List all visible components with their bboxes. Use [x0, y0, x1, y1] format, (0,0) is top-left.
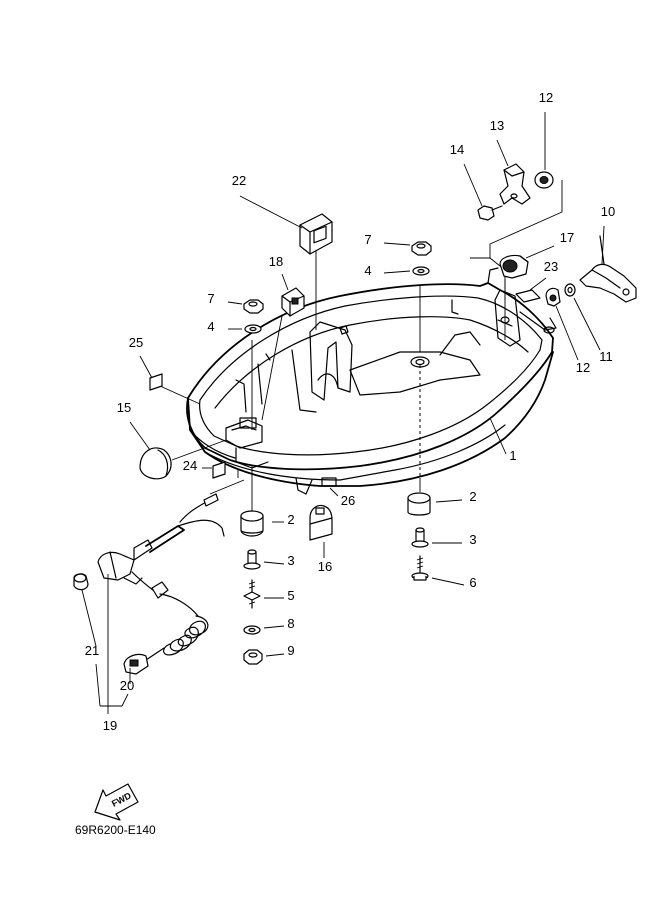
callout-c16: 16 — [318, 559, 332, 574]
part-6-bolt — [411, 555, 429, 581]
part-4-washer-left — [244, 324, 262, 334]
callout-c2b: 2 — [469, 489, 476, 504]
callout-c20: 20 — [120, 678, 134, 693]
part-2-mount-right — [407, 492, 431, 516]
part-24-label — [212, 461, 226, 479]
callout-c9: 9 — [287, 643, 294, 658]
part-11-washer — [564, 283, 576, 297]
part-8-washer — [243, 625, 261, 635]
drawing-code: 69R6200-E140 — [75, 823, 156, 837]
callout-c14: 14 — [450, 142, 464, 157]
assembly-leaders — [159, 180, 563, 512]
part-18-clip — [281, 287, 305, 317]
callout-c12a: 12 — [539, 90, 553, 105]
callout-c1: 1 — [509, 448, 516, 463]
callout-c17: 17 — [560, 230, 574, 245]
callout-c21: 21 — [85, 643, 99, 658]
part-12-grommet-top — [534, 171, 554, 189]
part-13-bracket — [499, 163, 531, 205]
bottom-cowling — [186, 267, 557, 495]
part-16-grommet — [309, 504, 333, 541]
callout-c7b: 7 — [364, 232, 371, 247]
part-19-stop-switch — [97, 493, 225, 675]
part-17-lever — [499, 254, 529, 279]
callout-c4b: 4 — [364, 263, 371, 278]
callout-leaders — [129, 112, 605, 657]
part-4-washer-right — [412, 266, 430, 276]
callout-c2a: 2 — [287, 512, 294, 527]
part-21-cap — [73, 573, 89, 591]
callout-c7a: 7 — [207, 291, 214, 306]
part-25-label — [149, 373, 163, 391]
fwd-arrow-icon: FWD — [94, 783, 139, 821]
part-10-bracket — [579, 235, 637, 303]
callout-c25: 25 — [129, 335, 143, 350]
part-5-bolt — [243, 579, 261, 609]
part-23-plate — [515, 289, 541, 303]
part-3-collar-left — [243, 549, 261, 570]
callout-c4a: 4 — [207, 319, 214, 334]
callout-c8: 8 — [287, 616, 294, 631]
callout-c5: 5 — [287, 588, 294, 603]
callout-c10: 10 — [601, 204, 615, 219]
part-7-nut-right — [411, 241, 432, 256]
part-3-collar-right — [411, 527, 429, 548]
part-15-cap — [139, 447, 172, 480]
part-9-nut — [243, 649, 263, 665]
callout-c15: 15 — [117, 400, 131, 415]
part-2-mount-left — [240, 510, 264, 537]
callout-c18: 18 — [269, 254, 283, 269]
callout-c3b: 3 — [469, 532, 476, 547]
callout-c26: 26 — [341, 493, 355, 508]
callout-c3a: 3 — [287, 553, 294, 568]
assembly-bracket-19 — [81, 574, 131, 714]
callout-c19: 19 — [103, 718, 117, 733]
part-22-grommet — [299, 213, 333, 255]
callout-c12b: 12 — [576, 360, 590, 375]
callout-labels: 1223344567789101112121314151617181920212… — [85, 90, 615, 733]
callout-c6: 6 — [469, 575, 476, 590]
callout-c24: 24 — [183, 458, 197, 473]
callout-c13: 13 — [490, 118, 504, 133]
part-7-nut-left — [243, 299, 264, 314]
callout-c11: 11 — [599, 349, 613, 364]
part-14-bolt — [477, 205, 503, 221]
callout-c23: 23 — [544, 259, 558, 274]
callout-c22: 22 — [232, 173, 246, 188]
part-12-grommet-bottom — [545, 287, 561, 307]
